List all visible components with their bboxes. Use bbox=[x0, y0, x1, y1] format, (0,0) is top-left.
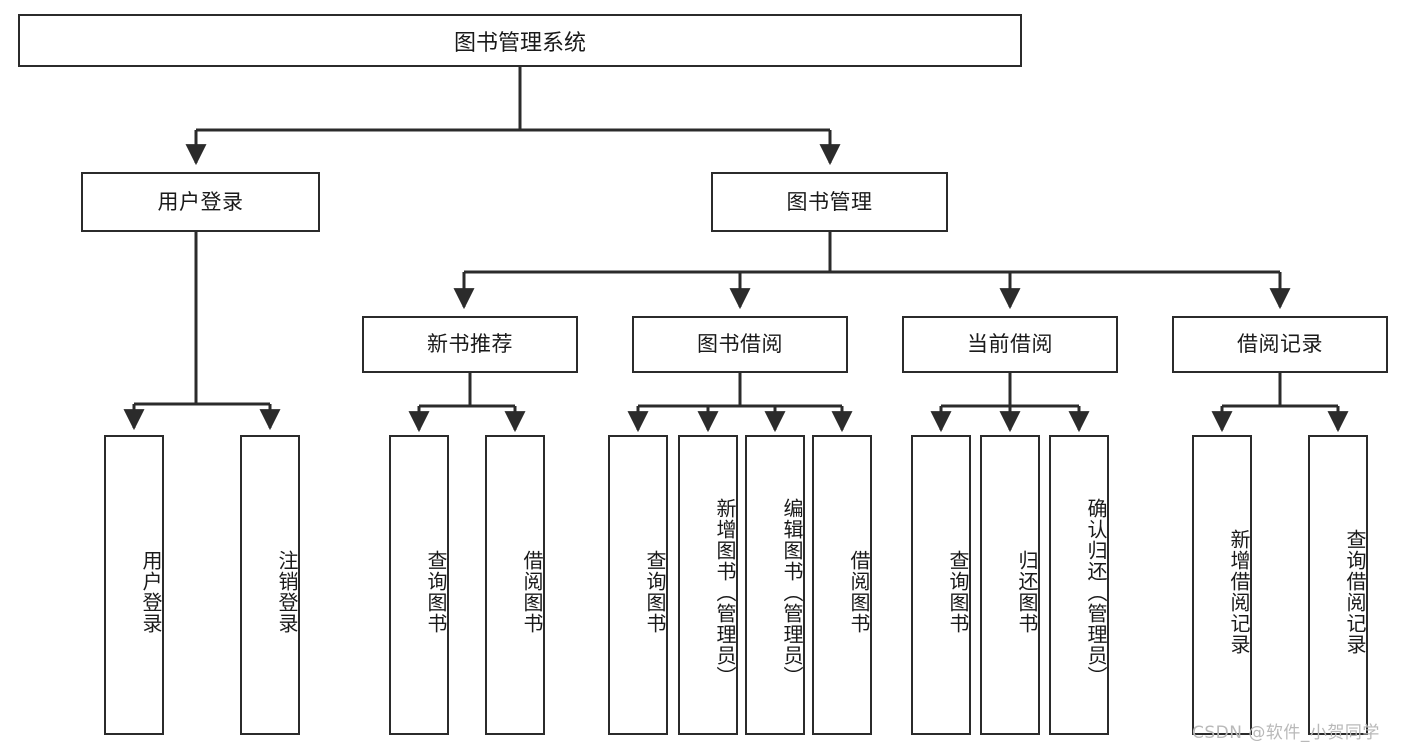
leaf-label: 借阅图书 bbox=[847, 550, 871, 634]
leaf-confirm-return-admin[interactable]: 确认归还（管理员） bbox=[1049, 435, 1109, 735]
node-borrow-record[interactable]: 借阅记录 bbox=[1172, 316, 1388, 373]
leaf-add-book-admin[interactable]: 新增图书（管理员） bbox=[678, 435, 738, 735]
leaf-borrow-book-recommend[interactable]: 借阅图书 bbox=[485, 435, 545, 735]
watermark-text: CSDN @软件_小贺同学 bbox=[1192, 723, 1380, 743]
leaf-label: 编辑图书（管理员） bbox=[780, 497, 804, 687]
leaf-label: 查询图书 bbox=[424, 550, 448, 634]
leaf-label: 新增图书（管理员） bbox=[713, 497, 737, 687]
leaf-query-book-borrow[interactable]: 查询图书 bbox=[608, 435, 668, 735]
node-book-management[interactable]: 图书管理 bbox=[711, 172, 948, 232]
leaf-edit-book-admin[interactable]: 编辑图书（管理员） bbox=[745, 435, 805, 735]
leaf-label: 查询图书 bbox=[946, 550, 970, 634]
node-book-borrow[interactable]: 图书借阅 bbox=[632, 316, 848, 373]
leaf-label: 归还图书 bbox=[1015, 550, 1039, 634]
leaf-label: 确认归还（管理员） bbox=[1084, 497, 1108, 687]
leaf-logout[interactable]: 注销登录 bbox=[240, 435, 300, 735]
leaf-add-borrow-record[interactable]: 新增借阅记录 bbox=[1192, 435, 1252, 735]
leaf-borrow-book[interactable]: 借阅图书 bbox=[812, 435, 872, 735]
leaf-query-book-current[interactable]: 查询图书 bbox=[911, 435, 971, 735]
leaf-return-book[interactable]: 归还图书 bbox=[980, 435, 1040, 735]
leaf-label: 查询借阅记录 bbox=[1343, 529, 1367, 655]
leaf-label: 查询图书 bbox=[643, 550, 667, 634]
leaf-query-book-recommend[interactable]: 查询图书 bbox=[389, 435, 449, 735]
node-current-borrow[interactable]: 当前借阅 bbox=[902, 316, 1118, 373]
leaf-query-borrow-record[interactable]: 查询借阅记录 bbox=[1308, 435, 1368, 735]
node-user-login[interactable]: 用户登录 bbox=[81, 172, 320, 232]
leaf-label: 用户登录 bbox=[139, 550, 163, 634]
leaf-label: 借阅图书 bbox=[520, 550, 544, 634]
leaf-label: 新增借阅记录 bbox=[1227, 529, 1251, 655]
node-root[interactable]: 图书管理系统 bbox=[18, 14, 1022, 67]
node-new-book-recommend[interactable]: 新书推荐 bbox=[362, 316, 578, 373]
leaf-label: 注销登录 bbox=[275, 550, 299, 634]
leaf-user-login[interactable]: 用户登录 bbox=[104, 435, 164, 735]
